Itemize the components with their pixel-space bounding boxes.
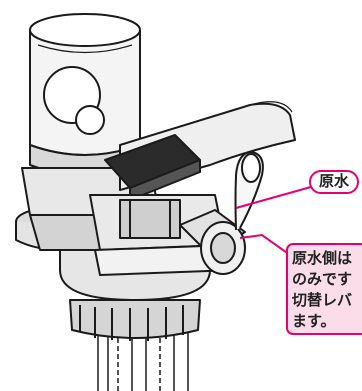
raw-water-leader-line xyxy=(235,184,319,209)
raw-water-label-badge xyxy=(309,170,359,194)
callout-text: 原水側は のみです 切替レバ ます。 xyxy=(292,249,353,330)
filter-cartridge xyxy=(29,13,141,176)
raw-water-outlet xyxy=(179,151,264,275)
callout-leader-line xyxy=(239,233,291,256)
callout-box xyxy=(286,243,362,335)
raw-water-label: 原水 xyxy=(318,172,349,190)
switch-lever xyxy=(104,134,201,201)
